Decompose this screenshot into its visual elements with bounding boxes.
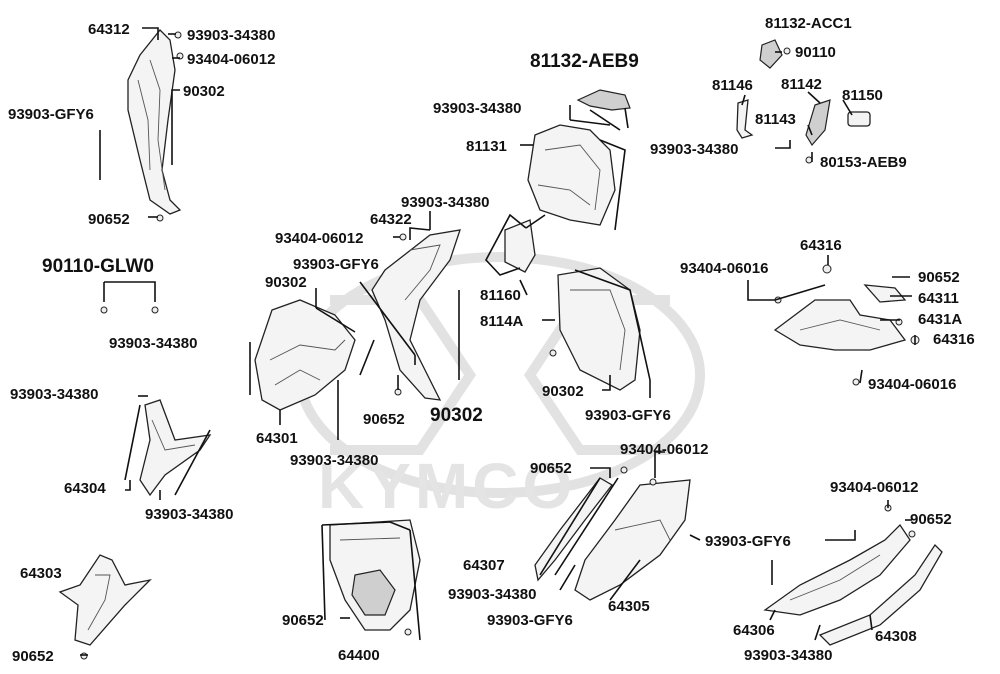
label-80153-AEB9: 80153-AEB9 bbox=[820, 154, 907, 171]
part-81150-latch bbox=[847, 111, 871, 127]
label-6431A: 6431A bbox=[918, 311, 962, 328]
label-90302-b: 90302 bbox=[265, 274, 307, 291]
part-64308-side-strip-right bbox=[818, 543, 943, 646]
label-64304: 64304 bbox=[64, 480, 106, 497]
label-90652-c: 90652 bbox=[363, 411, 405, 428]
label-81146: 81146 bbox=[712, 77, 753, 94]
label-64311: 64311 bbox=[918, 290, 959, 307]
part-labels: 64312 93903-34380 93404-06012 90302 9390… bbox=[8, 15, 975, 665]
label-64301: 64301 bbox=[256, 430, 298, 447]
label-93903-34380-a: 93903-34380 bbox=[187, 27, 275, 44]
part-81132-acc1-knob bbox=[759, 39, 783, 69]
label-64303: 64303 bbox=[20, 565, 62, 582]
label-64306: 64306 bbox=[733, 622, 775, 639]
part-81142-hook bbox=[805, 99, 831, 147]
label-81131: 81131 bbox=[466, 138, 507, 155]
part-64303-front-emblem bbox=[58, 554, 152, 646]
label-81143: 81143 bbox=[755, 111, 796, 128]
label-93903-34380-d: 93903-34380 bbox=[145, 506, 233, 523]
part-81131-center-panel bbox=[527, 124, 616, 226]
label-93903-34380-h: 93903-34380 bbox=[448, 586, 536, 603]
label-93903-GFY6-e: 93903-GFY6 bbox=[705, 533, 791, 550]
label-64316-b: 64316 bbox=[933, 331, 975, 348]
label-8114A: 8114A bbox=[480, 313, 524, 330]
label-90652-a: 90652 bbox=[88, 211, 130, 228]
label-81160: 81160 bbox=[480, 287, 521, 304]
label-90652-d: 90652 bbox=[530, 460, 572, 477]
part-81132-top-trim bbox=[576, 89, 631, 111]
label-93903-GFY6-a: 93903-GFY6 bbox=[8, 106, 94, 123]
label-90302-c: 90302 bbox=[430, 405, 483, 426]
label-93404-06012-a: 93404-06012 bbox=[187, 51, 275, 68]
part-64312-side-panel bbox=[127, 29, 182, 215]
label-93404-06016-b: 93404-06016 bbox=[868, 376, 956, 393]
watermark-text: KYMCO bbox=[318, 450, 576, 522]
label-93903-34380-j: 93903-34380 bbox=[744, 647, 832, 664]
label-81132-ACC1: 81132-ACC1 bbox=[765, 15, 852, 32]
part-64306-side-cover-right bbox=[763, 523, 911, 616]
part-64304-lower-front bbox=[139, 399, 212, 497]
watermark: KYMCO bbox=[295, 252, 705, 522]
label-90302-d: 90302 bbox=[542, 383, 584, 400]
label-64312: 64312 bbox=[88, 21, 130, 38]
label-93903-34380-b: 93903-34380 bbox=[109, 335, 197, 352]
label-90110-GLW0: 90110-GLW0 bbox=[42, 256, 154, 277]
label-93903-34380-f: 93903-34380 bbox=[401, 194, 489, 211]
label-64322: 64322 bbox=[370, 211, 412, 228]
part-64307-side-strip bbox=[534, 477, 613, 582]
label-90652-b: 90652 bbox=[12, 648, 54, 665]
label-81150: 81150 bbox=[842, 87, 883, 104]
label-81142: 81142 bbox=[781, 76, 822, 93]
part-64400-floor-panel bbox=[329, 519, 421, 631]
part-64301-front-cover bbox=[254, 299, 356, 411]
label-93903-34380-i: 93903-34380 bbox=[650, 141, 738, 158]
label-90652-g: 90652 bbox=[910, 511, 952, 528]
label-93903-34380-g: 93903-34380 bbox=[433, 100, 521, 117]
label-64308: 64308 bbox=[875, 628, 917, 645]
label-93903-GFY6-c: 93903-GFY6 bbox=[585, 407, 671, 424]
part-6431A-under-cover bbox=[773, 299, 907, 351]
label-93903-34380-c: 93903-34380 bbox=[10, 386, 98, 403]
part-64322-inner-cover bbox=[371, 229, 461, 401]
label-93903-GFY6-d: 93903-GFY6 bbox=[487, 612, 573, 629]
label-93404-06012-d: 93404-06012 bbox=[830, 479, 918, 496]
label-93404-06016-a: 93404-06016 bbox=[680, 260, 768, 277]
part-81146-handle bbox=[736, 99, 754, 139]
label-64307: 64307 bbox=[463, 557, 505, 574]
part-64311-bracket bbox=[863, 284, 907, 303]
label-90652-e: 90652 bbox=[282, 612, 324, 629]
label-64305: 64305 bbox=[608, 598, 650, 615]
label-81132-AEB9: 81132-AEB9 bbox=[530, 51, 639, 72]
leader-lines bbox=[80, 27, 916, 656]
label-90652-f: 90652 bbox=[918, 269, 960, 286]
part-81160-bracket bbox=[504, 219, 536, 273]
label-90110: 90110 bbox=[795, 44, 836, 61]
label-93404-06012-b: 93404-06012 bbox=[275, 230, 363, 247]
label-64316-a: 64316 bbox=[800, 237, 842, 254]
label-93903-34380-e: 93903-34380 bbox=[290, 452, 378, 469]
label-93404-06012-c: 93404-06012 bbox=[620, 441, 708, 458]
part-8114A-inner-box bbox=[557, 267, 641, 391]
label-64400: 64400 bbox=[338, 647, 380, 664]
label-93903-GFY6-b: 93903-GFY6 bbox=[293, 256, 379, 273]
label-90302-a: 90302 bbox=[183, 83, 225, 100]
part-64305-side-cover bbox=[574, 479, 691, 601]
